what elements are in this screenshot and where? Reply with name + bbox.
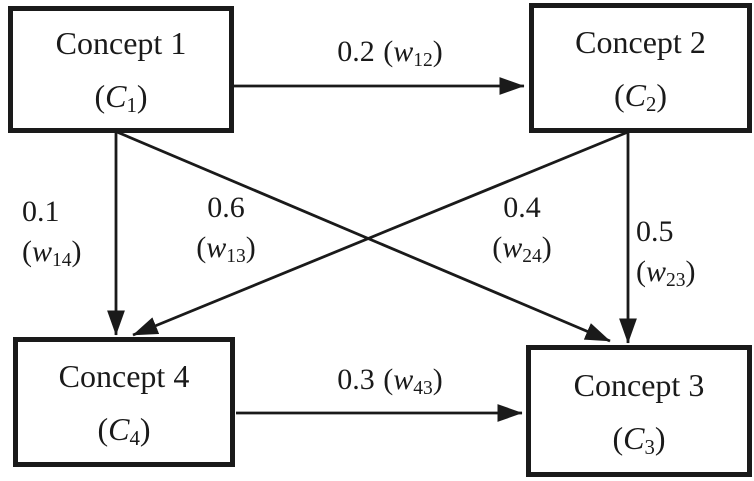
concept-3-name: Concept 3 xyxy=(573,366,705,403)
concept-1-symbol: (C1) xyxy=(94,78,148,118)
concept-3-symbol: (C3) xyxy=(612,419,666,459)
concept-4-name: Concept 4 xyxy=(58,357,190,394)
edge-weight-label-w12: 0.2(w12) xyxy=(337,35,443,71)
edge-weight-label-w14: 0.1 (w14) xyxy=(22,195,82,271)
arrow-c1-to-c3 xyxy=(116,130,611,343)
concept-4-node: Concept 4 (C4) xyxy=(13,337,235,467)
arrow-c2-to-c4 xyxy=(132,130,629,337)
edge-weight-label-w23: 0.5 (w23) xyxy=(636,215,696,291)
concept-2-name: Concept 2 xyxy=(575,23,706,60)
concept-3-node: Concept 3 (C3) xyxy=(526,345,752,477)
edge-weight-label-w43: 0.3(w43) xyxy=(337,363,443,399)
edge-weight-label-w24: 0.4 (w24) xyxy=(492,191,552,267)
concept-1-name: Concept 1 xyxy=(55,25,187,61)
concept-2-symbol: (C2) xyxy=(613,76,668,116)
concept-4-symbol: (C4) xyxy=(97,410,151,450)
concept-1-node: Concept 1 (C1) xyxy=(8,6,234,133)
edge-weight-label-w13: 0.6 (w13) xyxy=(196,191,256,267)
concept-2-node: Concept 2 (C2) xyxy=(529,3,752,133)
